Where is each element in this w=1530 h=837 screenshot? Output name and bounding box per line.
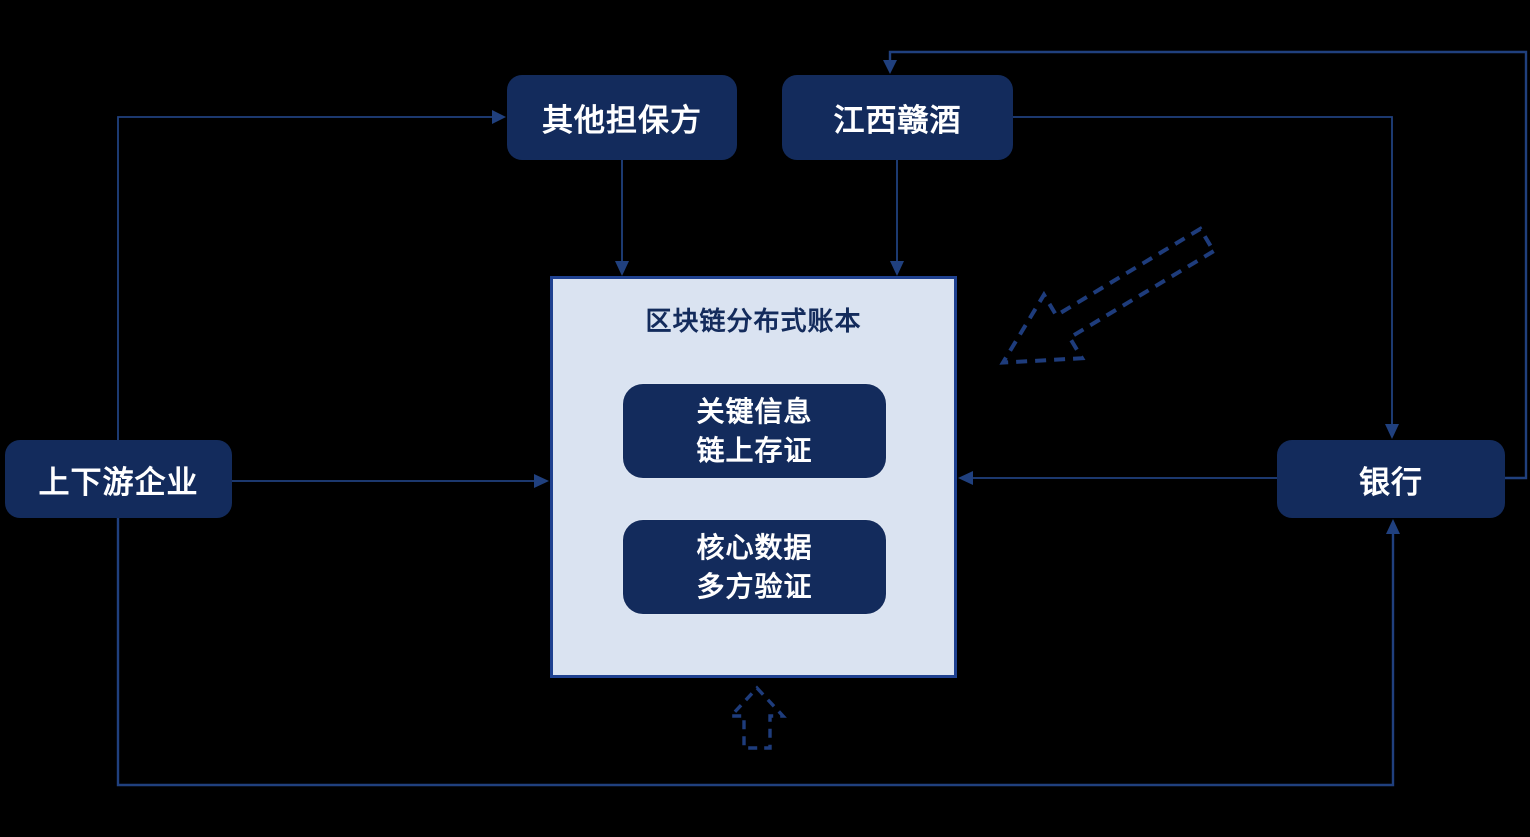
dashed-arrow-up-icon — [727, 685, 787, 750]
node-bank-label: 银行 — [1359, 464, 1423, 501]
ledger-panel: 区块链分布式账本 关键信息 链上存证 核心数据 多方验证 — [550, 276, 957, 678]
node-other-guarantor-label: 其他担保方 — [542, 103, 702, 139]
arrow-bank-to-ledger — [958, 471, 1277, 485]
arrow-upstream-to-ledger — [232, 474, 549, 488]
node-upstream-downstream: 上下游企业 — [5, 440, 232, 518]
node-bank: 银行 — [1277, 440, 1505, 518]
node-jiangxi-ganjiu-label: 江西赣酒 — [833, 103, 962, 139]
node-upstream-downstream-label: 上下游企业 — [38, 464, 199, 501]
ledger-item-core-data-line1: 核心数据 — [696, 530, 813, 564]
arrow-ganjiu-to-bank — [1013, 116, 1399, 439]
ledger-item-key-info: 关键信息 链上存证 — [623, 384, 886, 478]
arrow-upstream-to-bank-loop — [116, 518, 1400, 787]
arrow-upstream-to-guarantor — [117, 110, 506, 440]
ledger-item-key-info-line2: 链上存证 — [696, 434, 813, 467]
dashed-arrow-down-left-icon — [999, 226, 1217, 365]
ledger-panel-title: 区块链分布式账本 — [645, 307, 862, 337]
ledger-item-core-data-line2: 多方验证 — [696, 570, 813, 603]
arrow-guarantor-to-ledger — [615, 160, 629, 276]
ledger-item-key-info-line1: 关键信息 — [696, 394, 813, 428]
arrow-ganjiu-to-ledger — [890, 160, 904, 276]
ledger-item-core-data: 核心数据 多方验证 — [623, 520, 886, 614]
node-jiangxi-ganjiu: 江西赣酒 — [782, 75, 1013, 160]
node-other-guarantor: 其他担保方 — [507, 75, 737, 160]
arrow-bank-to-ganjiu-loop — [883, 50, 1528, 480]
